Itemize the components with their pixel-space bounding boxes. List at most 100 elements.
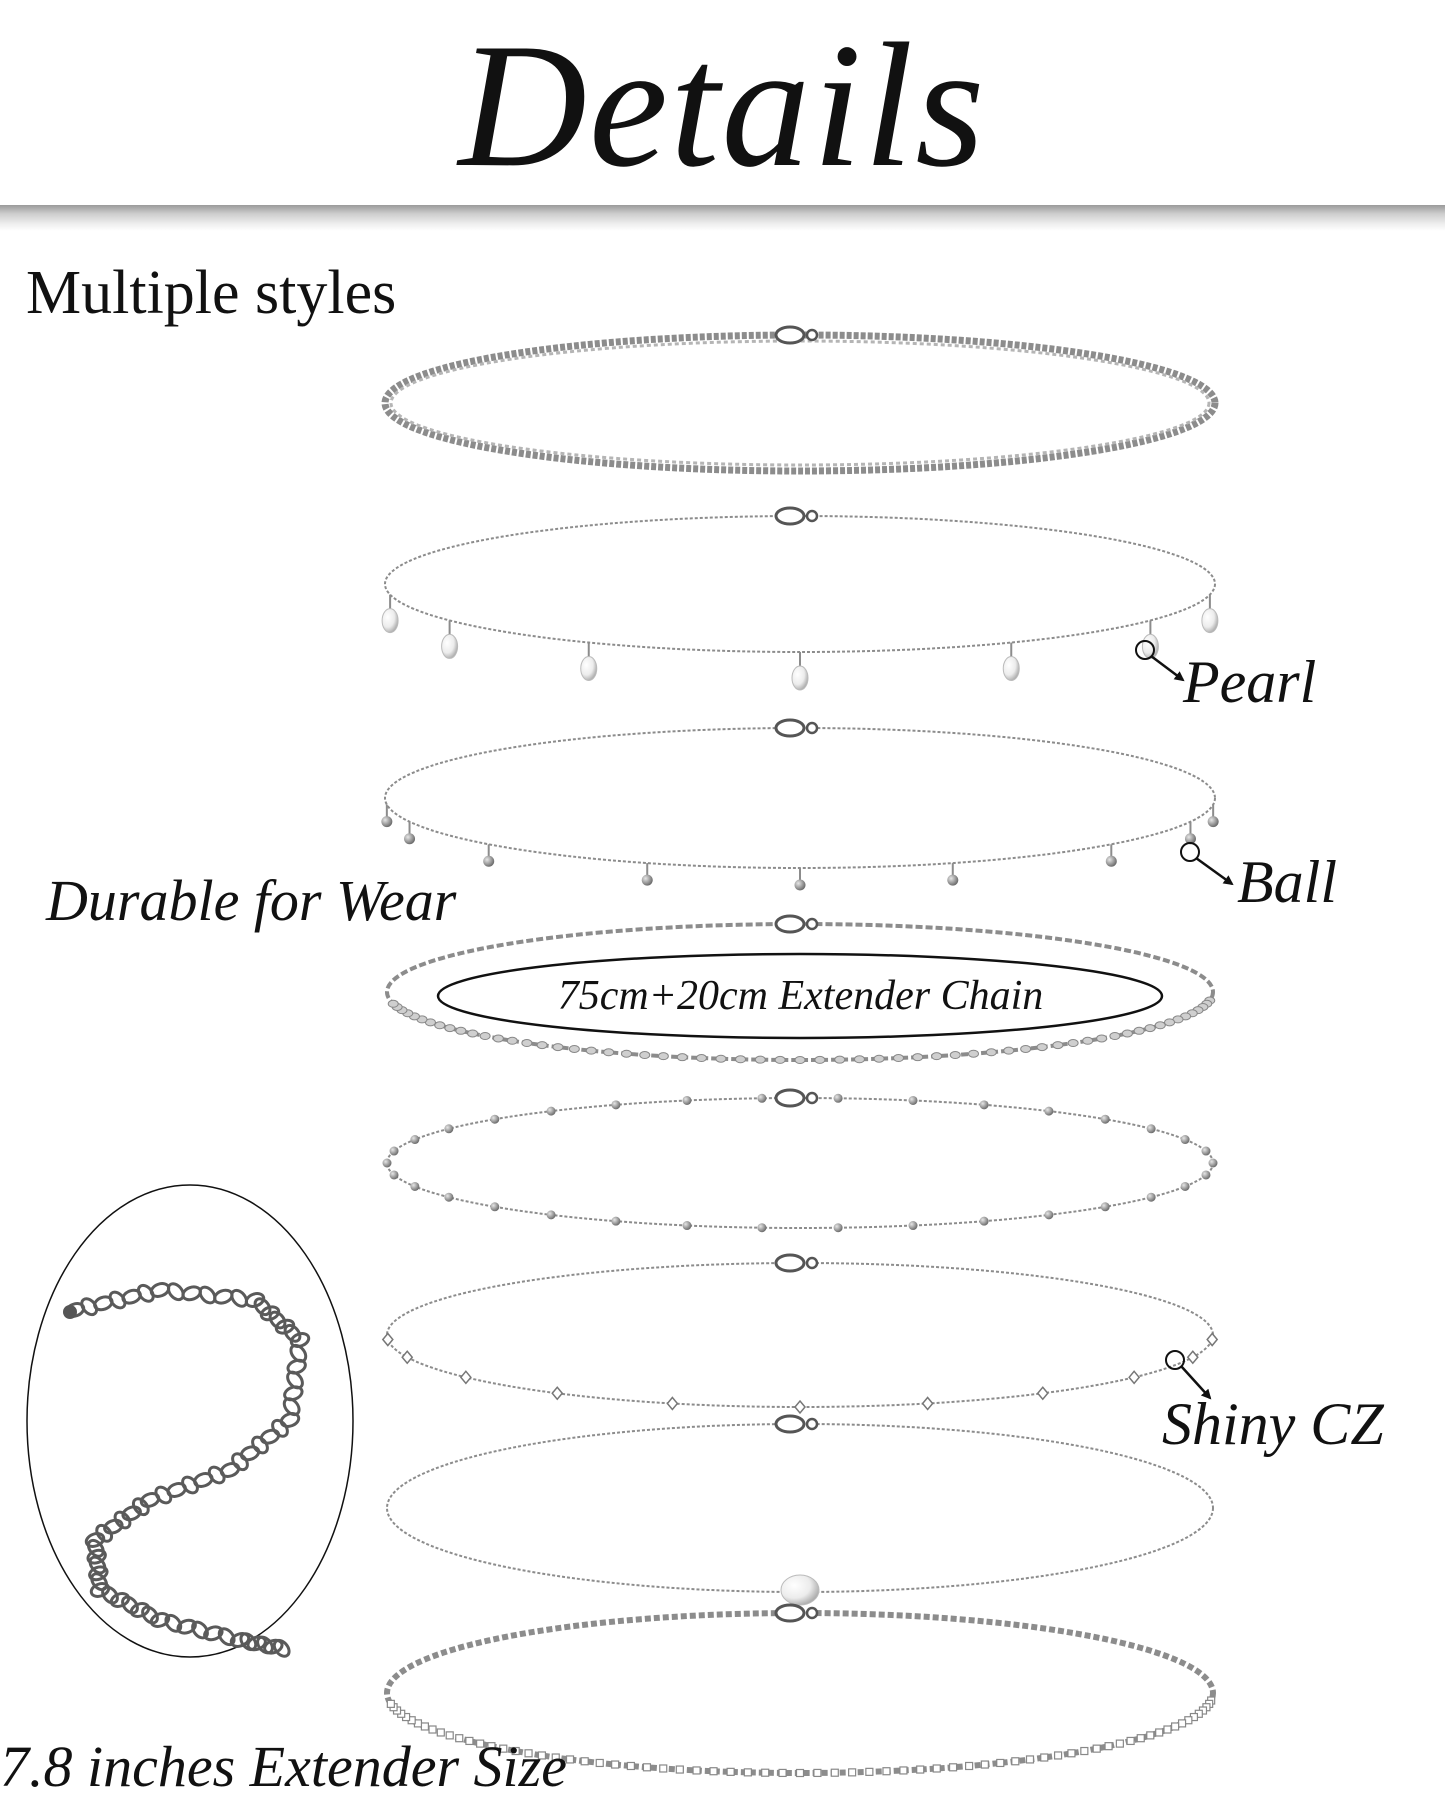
sequin-link-icon <box>536 1041 548 1050</box>
satellite-bead-icon <box>757 1223 767 1233</box>
satellite-bead-icon <box>490 1114 500 1124</box>
sequin-link-icon <box>455 1026 467 1035</box>
rhinestone-icon <box>726 1767 735 1776</box>
chain-strand <box>386 1423 1214 1593</box>
extender-link-icon <box>141 1605 159 1625</box>
sequin-link-icon <box>506 1036 518 1045</box>
satellite-bead-icon <box>1044 1210 1054 1220</box>
clasp-body <box>774 506 806 526</box>
satellite-bead-icon <box>611 1216 621 1226</box>
satellite-bead-icon <box>682 1221 692 1231</box>
rhinestone-icon <box>865 1767 874 1776</box>
clasp-icon <box>774 506 819 526</box>
rhinestone-icon <box>565 1755 575 1764</box>
rhinestone-icon <box>386 1699 395 1708</box>
sequin-link-icon <box>1020 1044 1032 1053</box>
extender-link-icon <box>121 1505 142 1522</box>
extender-link-icon <box>268 1310 287 1330</box>
extender-link-icon <box>86 1548 107 1565</box>
rhinestone-icon <box>932 1764 941 1773</box>
rhinestone-icon <box>420 1722 429 1731</box>
extender-link-icon <box>101 1585 119 1605</box>
extender-link-icon <box>103 1518 124 1535</box>
chain-strand <box>386 1262 1214 1408</box>
rhinestone-icon <box>428 1725 437 1734</box>
rhinestone-icon <box>1067 1749 1076 1758</box>
rhinestone-icon <box>743 1768 752 1777</box>
sequin-link-icon <box>814 1055 826 1064</box>
rhinestone-icon <box>795 1768 805 1778</box>
cz-stone-icon <box>1206 1332 1219 1347</box>
sequin-link-icon <box>492 1034 504 1043</box>
extender-link-icon <box>121 1595 139 1615</box>
satellite-bead-icon <box>1146 1192 1156 1202</box>
sequin-link-icon <box>434 1021 446 1030</box>
sequin-link-icon <box>657 1052 669 1061</box>
clasp-body <box>774 1088 806 1108</box>
satellite-bead-icon <box>979 1100 989 1110</box>
necklace-pearl-drop-chain <box>381 506 1219 691</box>
sequin-link-icon <box>639 1051 651 1060</box>
sequin-link-icon <box>931 1052 943 1061</box>
rhinestone-icon <box>524 1749 533 1758</box>
extender-link-icon <box>286 1358 307 1375</box>
rhinestone-icon <box>1011 1757 1020 1766</box>
sequin-link-icon <box>794 1056 806 1064</box>
sequin-link-icon <box>1003 1046 1015 1055</box>
satellite-bead-icon <box>444 1124 454 1134</box>
shiny-cz-arrow-icon <box>1180 1365 1212 1400</box>
clasp-ring <box>805 1606 819 1620</box>
satellite-bead-icon <box>1180 1181 1190 1191</box>
necklace-ball-drop-chain <box>381 718 1219 891</box>
pearl-label: Pearl <box>1183 649 1317 715</box>
satellite-bead-icon <box>1100 1202 1110 1212</box>
header-divider <box>0 205 1445 231</box>
sequin-link-icon <box>568 1044 580 1053</box>
pearl-arrow-icon-ring <box>1135 640 1155 660</box>
satellite-bead-icon <box>382 1158 392 1168</box>
satellite-bead-icon <box>1100 1114 1110 1124</box>
sequin-link-icon <box>774 1055 786 1064</box>
sequin-link-icon <box>834 1055 846 1064</box>
clasp-body <box>774 914 806 934</box>
rhinestone-icon <box>899 1766 908 1775</box>
extender-size-label: 7.8 inches Extender Size <box>0 1734 567 1799</box>
rhinestone-icon <box>1146 1731 1155 1740</box>
extender-link-icon <box>283 1385 304 1402</box>
chain-strand <box>386 1097 1214 1229</box>
extender-link-icon <box>259 1305 281 1322</box>
clasp-icon <box>774 1603 819 1623</box>
clasp-body <box>774 1603 806 1623</box>
sequin-link-icon <box>444 1024 456 1033</box>
rhinestone-icon <box>980 1760 989 1769</box>
sequin-link-icon <box>873 1054 885 1063</box>
satellite-bead-icon <box>490 1202 500 1212</box>
cz-stone-icon <box>551 1386 564 1401</box>
extender-link-icon <box>131 1497 150 1517</box>
rhinestone-icon <box>476 1739 485 1748</box>
rhinestone-icon <box>1053 1751 1063 1760</box>
satellite-bead-icon <box>833 1093 843 1103</box>
extender-link-icon <box>95 1523 114 1543</box>
rhinestone-icon <box>595 1758 604 1768</box>
rhinestone-icon <box>1171 1722 1180 1731</box>
rhinestone-icon <box>659 1764 668 1773</box>
rhinestone-icon <box>1092 1744 1101 1753</box>
sequin-link-icon <box>467 1029 479 1038</box>
sequin-link-icon <box>1082 1036 1094 1045</box>
sequin-link-icon <box>521 1039 533 1048</box>
extender-link-icon <box>198 1285 217 1305</box>
rhinestone-icon <box>996 1758 1005 1768</box>
ball-charm-icon <box>794 879 806 891</box>
rhinestone-icon <box>551 1753 560 1762</box>
sequin-link-icon <box>603 1048 615 1057</box>
sequin-link-icon <box>735 1055 747 1064</box>
sequin-link-icon <box>1067 1039 1079 1048</box>
ball-charm-icon <box>381 816 393 828</box>
clasp-ring <box>805 328 819 342</box>
rhinestone-icon <box>761 1768 770 1777</box>
page-title: Details <box>458 6 987 204</box>
sequin-link-icon <box>1109 1031 1121 1040</box>
rhinestone-icon <box>778 1768 787 1778</box>
necklace-single-pearl-chain <box>386 1414 1214 1606</box>
